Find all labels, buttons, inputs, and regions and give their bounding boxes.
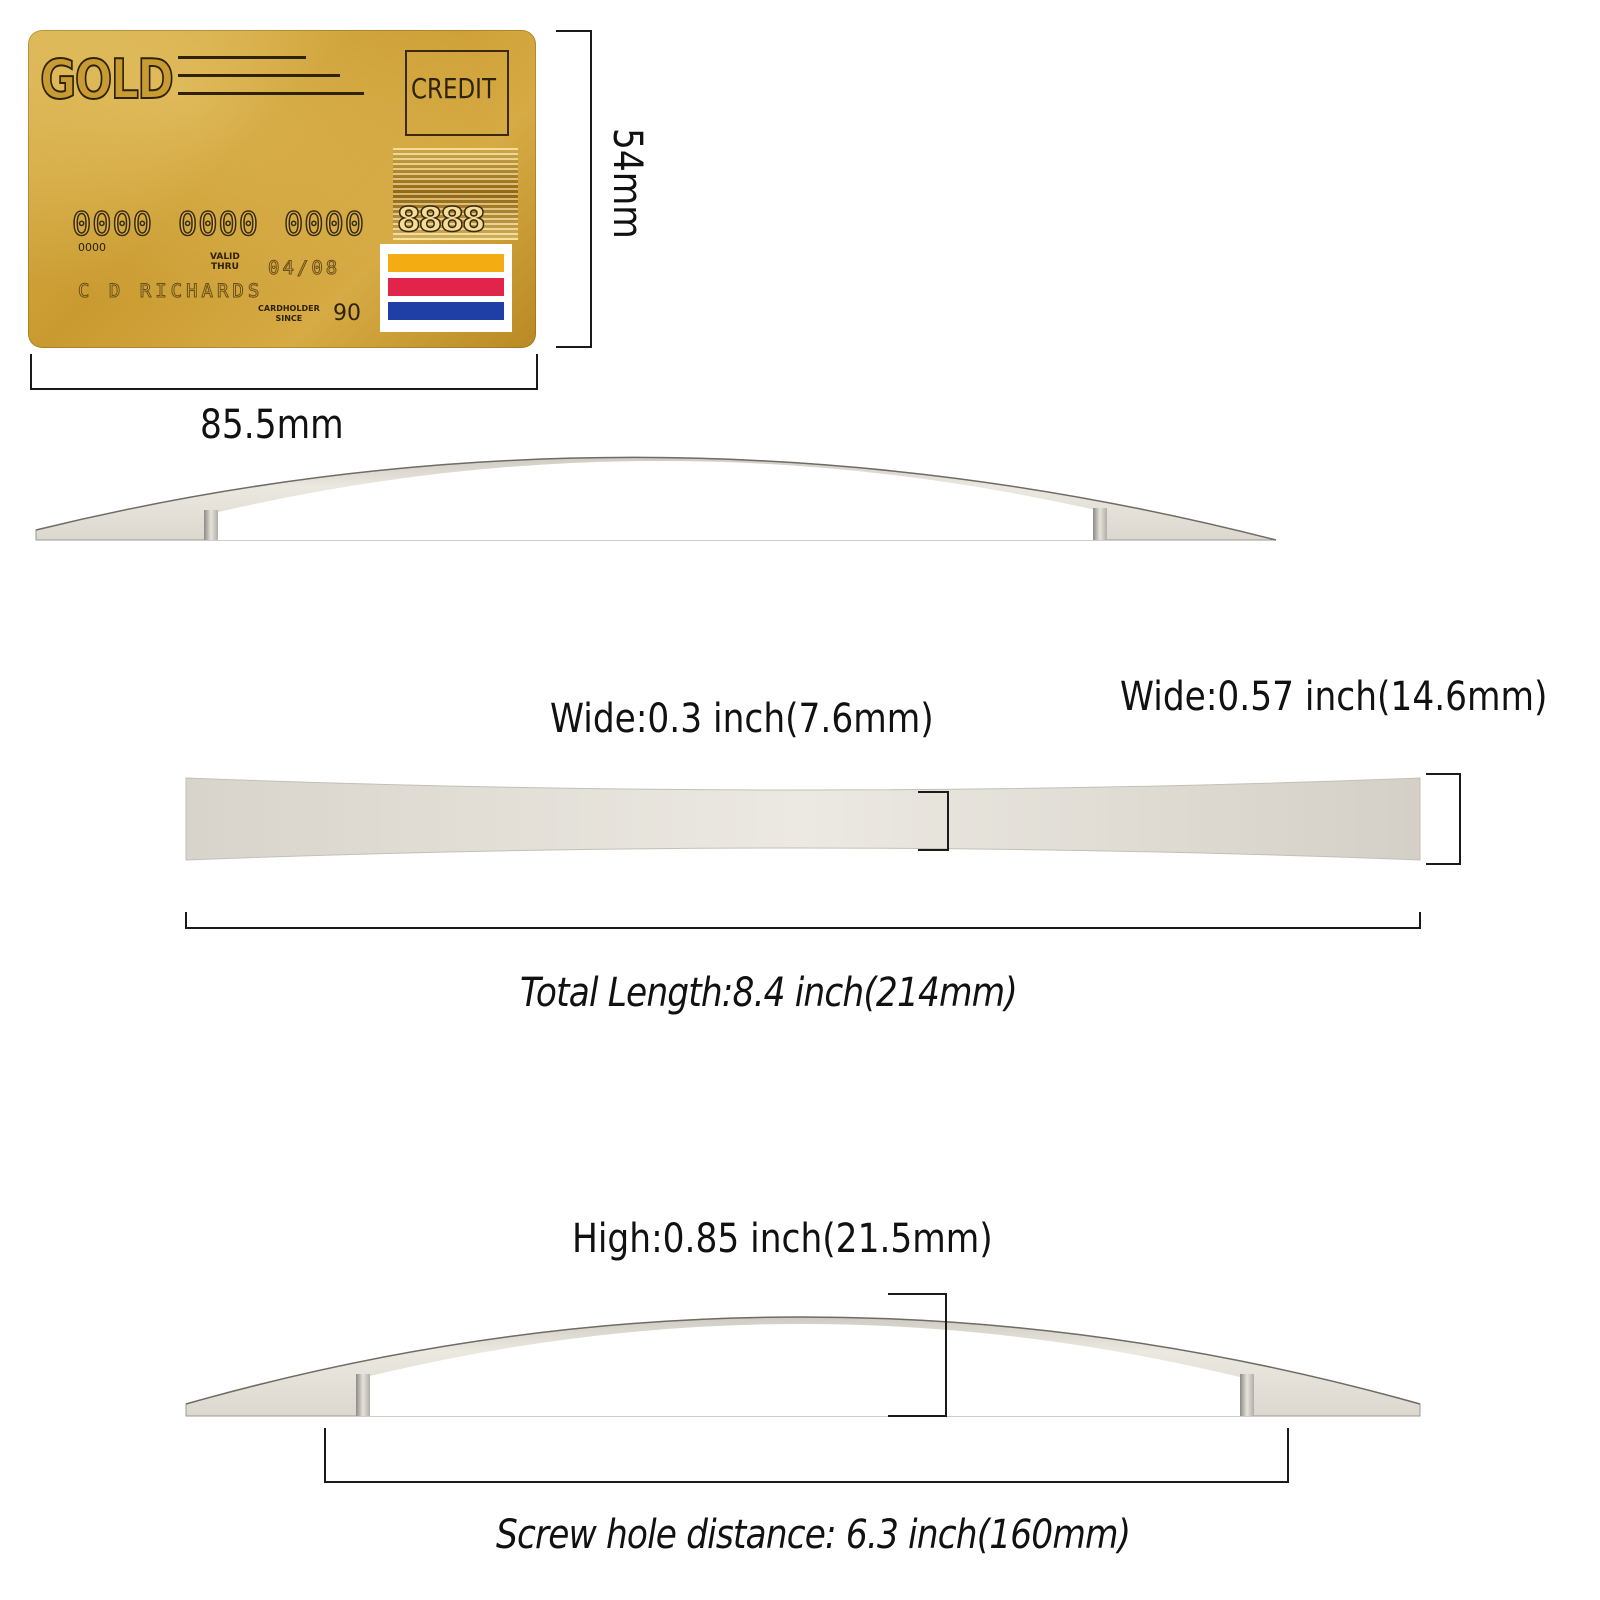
handle-post: [356, 1374, 370, 1416]
card-since-label: CARDHOLDER SINCE: [258, 304, 320, 323]
card-network-logo: [380, 244, 512, 332]
handle-post: [204, 510, 218, 540]
card-number-group: 0000: [71, 204, 154, 244]
screw-hole-label: Screw hole distance: 6.3 inch(160mm): [496, 1512, 1131, 1558]
card-number-group: 0000: [283, 204, 366, 244]
card-width-bracket: [30, 354, 538, 390]
height-bracket: [888, 1293, 947, 1417]
handle-side-view-bottom: [185, 1316, 1421, 1417]
card-small-code: 0000: [78, 241, 106, 254]
card-decor-line: [178, 56, 306, 59]
handle-post: [1240, 1374, 1254, 1416]
card-height-bracket: [556, 30, 592, 348]
card-type: CREDIT: [411, 72, 496, 105]
card-logo-stripe: [388, 302, 504, 320]
height-label: High:0.85 inch(21.5mm): [572, 1216, 993, 1262]
center-width-label: Wide:0.3 inch(7.6mm): [550, 696, 934, 742]
card-valid-date: 04/08: [267, 257, 341, 280]
card-number-group: 0000: [177, 204, 260, 244]
card-type-box: CREDIT: [405, 50, 509, 136]
card-logo-stripe: [388, 254, 504, 272]
card-decor-line: [178, 92, 364, 95]
handle-top-view: [185, 777, 1421, 861]
center-width-bracket: [918, 791, 949, 851]
total-length-label: Total Length:8.4 inch(214mm): [520, 970, 1018, 1016]
end-width-bracket: [1426, 773, 1461, 865]
end-width-label: Wide:0.57 inch(14.6mm): [1120, 674, 1548, 720]
card-valid-label: VALID THRU: [210, 252, 240, 272]
card-decor-line: [178, 74, 340, 77]
total-length-bracket: [185, 912, 1421, 929]
screw-hole-bracket: [324, 1428, 1289, 1483]
handle-side-view-top: [35, 456, 1277, 541]
handle-post: [1093, 508, 1107, 540]
card-logo-stripe: [388, 278, 504, 296]
credit-card-illustration: GOLD CREDIT 8888 0000 0000 0000 0000 VAL…: [28, 30, 536, 348]
card-holder-name: C D RICHARDS: [77, 280, 264, 303]
card-since-year: 90: [333, 301, 361, 326]
card-width-label: 85.5mm: [200, 402, 344, 448]
card-hologram: 8888: [393, 148, 518, 241]
card-hologram-digits: 8888: [396, 199, 486, 241]
card-brand: GOLD: [39, 47, 175, 112]
